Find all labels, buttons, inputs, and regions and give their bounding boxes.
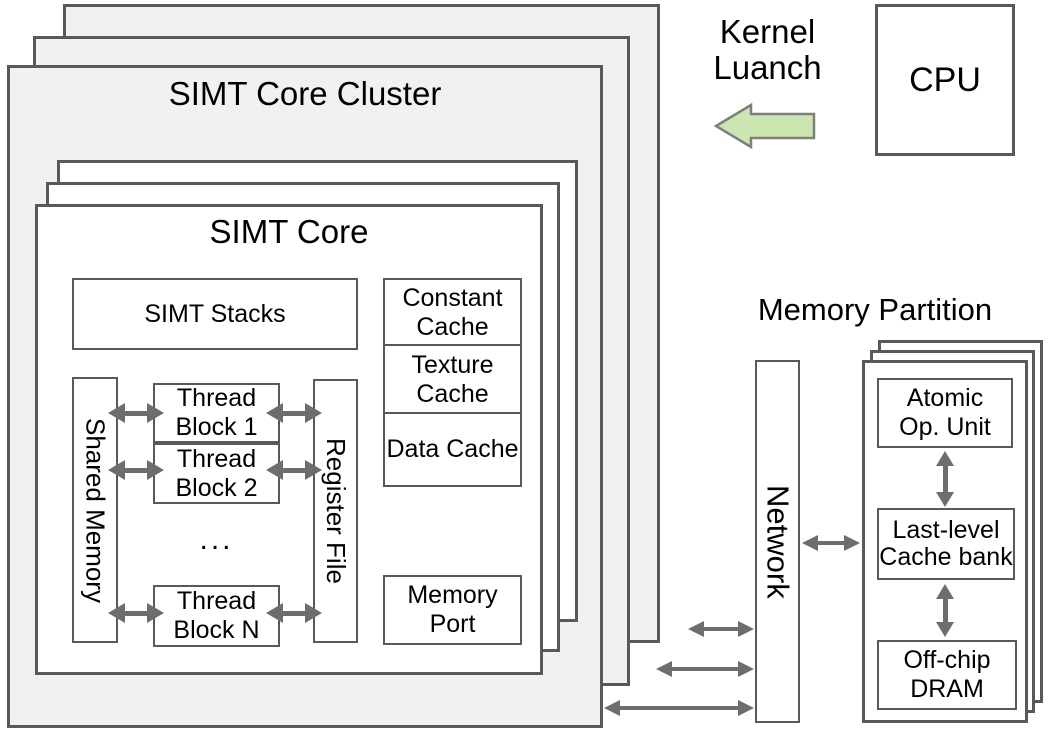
thread-block-2-box: Thread Block 2 xyxy=(153,443,280,504)
simt-stacks-box: SIMT Stacks xyxy=(72,278,358,350)
texture-cache-box: Texture Cache xyxy=(383,344,522,415)
register-file-box: Register File xyxy=(313,379,358,643)
thread-block-2-label: Thread Block 2 xyxy=(175,444,258,502)
double-arrow-sharedmem-tb1 xyxy=(108,403,164,423)
off-chip-dram-label: Off-chip DRAM xyxy=(903,646,991,703)
data-cache-box: Data Cache xyxy=(383,412,522,487)
double-arrow-llc-dram xyxy=(936,584,954,637)
shared-memory-label: Shared Memory xyxy=(80,417,111,603)
last-level-cache-bank-box: Last-level Cache bank xyxy=(877,508,1015,580)
thread-block-1-box: Thread Block 1 xyxy=(153,383,280,443)
off-chip-dram-box: Off-chip DRAM xyxy=(877,640,1017,710)
memory-partition-title: Memory Partition xyxy=(757,292,993,327)
double-arrow-sharedmem-tb2 xyxy=(108,460,164,480)
thread-block-n-box: Thread Block N xyxy=(153,585,280,647)
double-arrow-sharedmem-tbn xyxy=(108,603,164,623)
texture-cache-label: Texture Cache xyxy=(411,350,494,408)
atomic-op-unit-label: Atomic Op. Unit xyxy=(899,384,991,441)
kernel-launch-arrow-icon xyxy=(713,102,816,150)
double-arrow-tb2-regfile xyxy=(266,460,322,480)
simt-stacks-label: SIMT Stacks xyxy=(144,299,286,328)
double-arrow-cluster2-network xyxy=(656,661,754,677)
data-cache-label: Data Cache xyxy=(386,435,519,463)
atomic-op-unit-box: Atomic Op. Unit xyxy=(877,378,1013,448)
double-arrow-cluster1-network xyxy=(688,621,754,637)
network-label: Network xyxy=(760,484,796,599)
cpu-box: CPU xyxy=(875,4,1015,156)
double-arrow-tbn-regfile xyxy=(266,603,322,623)
double-arrow-cluster3-network xyxy=(604,700,754,716)
shared-memory-box: Shared Memory xyxy=(72,377,118,643)
thread-blocks-ellipsis: ... xyxy=(199,523,234,556)
simt-core-title: SIMT Core xyxy=(209,213,369,250)
double-arrow-atomic-llc xyxy=(936,451,954,507)
kernel-launch-label: Kernel Luanch xyxy=(713,13,822,86)
network-box: Network xyxy=(755,360,800,723)
memory-port-label: Memory Port xyxy=(407,581,498,638)
thread-block-1-label: Thread Block 1 xyxy=(175,384,258,441)
last-level-cache-bank-label: Last-level Cache bank xyxy=(879,516,1013,571)
thread-block-n-label: Thread Block N xyxy=(173,587,260,644)
simt-core-cluster-title: SIMT Core Cluster xyxy=(168,75,442,112)
double-arrow-network-llc xyxy=(802,535,860,551)
constant-cache-box: Constant Cache xyxy=(383,278,522,347)
memory-port-box: Memory Port xyxy=(383,575,522,645)
register-file-label: Register File xyxy=(321,438,351,584)
cpu-label: CPU xyxy=(909,60,981,99)
double-arrow-tb1-regfile xyxy=(266,403,322,423)
constant-cache-label: Constant Cache xyxy=(402,283,503,341)
